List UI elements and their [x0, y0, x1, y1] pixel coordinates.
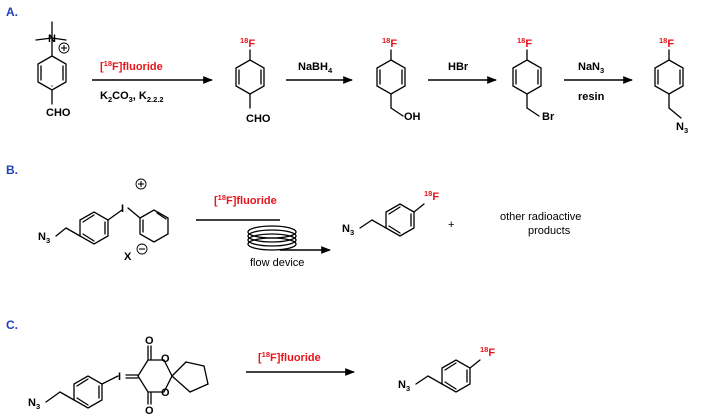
- svg-text:18F: 18F: [480, 345, 495, 359]
- carbonyl-o-top: O: [145, 335, 154, 347]
- svg-text:N3: N3: [342, 223, 354, 237]
- hydroxyl-label: OH: [404, 111, 421, 123]
- ring-o-top: O: [161, 353, 170, 365]
- flow-device-arrow: [18F]fluoride flow device: [196, 193, 331, 269]
- reagent-k2co3-k222: K2CO3, K2.2.2: [100, 90, 164, 104]
- svg-text:N3: N3: [38, 231, 50, 245]
- svg-text:18F: 18F: [240, 36, 255, 50]
- molecule-b1-diaryliodonium: N3 I X: [38, 178, 169, 263]
- svg-text:NaN3: NaN3: [578, 61, 604, 75]
- svg-text:18F: 18F: [517, 36, 532, 50]
- svg-text:18F: 18F: [424, 189, 439, 203]
- svg-text:[18F]fluoride: [18F]fluoride: [100, 59, 163, 73]
- reagent-fluoride-b: [18F]fluoride: [214, 193, 277, 207]
- molecule-a3-fluorobenzyl-alcohol: 18F OH: [376, 36, 421, 123]
- aldehyde-label-a2: CHO: [246, 113, 271, 125]
- svg-text:18F: 18F: [382, 36, 397, 50]
- reagent-fluoride-c: [18F]fluoride: [258, 350, 321, 364]
- reagent-resin: resin: [578, 91, 605, 103]
- svg-text:NaBH4: NaBH4: [298, 61, 333, 75]
- azide-label-a5: N3: [676, 121, 688, 135]
- svg-text:K2CO3, K2.2.2: K2CO3, K2.2.2: [100, 90, 164, 104]
- molecule-a5-fluorobenzyl-azide: 18F N3: [654, 36, 688, 135]
- svg-text:N3: N3: [28, 397, 40, 411]
- other-products-line2: products: [528, 225, 571, 237]
- iodine-label: I: [121, 203, 124, 215]
- reagent-nabh4: NaBH4: [298, 61, 333, 75]
- reagent-hbr: HBr: [448, 61, 469, 73]
- molecule-a1-trimethylammonium-benzaldehyde: N CHO: [35, 21, 71, 119]
- plus-sign: +: [448, 219, 454, 231]
- molecule-c1-iodonium-ylide: N3 I O O O O: [28, 335, 209, 417]
- flow-device-label: flow device: [250, 257, 304, 269]
- molecule-a4-fluorobenzyl-bromide: 18F Br: [512, 36, 555, 123]
- svg-text:18F: 18F: [659, 36, 674, 50]
- svg-text:N3: N3: [398, 379, 410, 393]
- carbonyl-o-bottom: O: [145, 405, 154, 417]
- section-label-b: B.: [6, 163, 18, 177]
- molecule-a2-fluorobenzaldehyde: 18F CHO: [235, 36, 271, 125]
- bromide-label: Br: [542, 111, 555, 123]
- ammonium-n-label: N: [48, 33, 56, 45]
- aldehyde-label-a1: CHO: [46, 107, 71, 119]
- reagent-fluoride-a1: [18F]fluoride: [100, 59, 163, 73]
- ring-o-bottom: O: [161, 387, 170, 399]
- other-products-line1: other radioactive: [500, 211, 581, 223]
- ylide-iodine-label: I: [118, 371, 121, 383]
- counterion-x-label: X: [124, 251, 132, 263]
- reagent-nan3: NaN3: [578, 61, 604, 75]
- section-label-c: C.: [6, 318, 18, 332]
- molecule-c2-fluorobenzyl-azide: N3 18F: [398, 345, 495, 393]
- molecule-b2-fluorobenzyl-azide: N3 18F: [342, 189, 439, 237]
- svg-text:[18F]fluoride: [18F]fluoride: [258, 350, 321, 364]
- section-label-a: A.: [6, 5, 18, 19]
